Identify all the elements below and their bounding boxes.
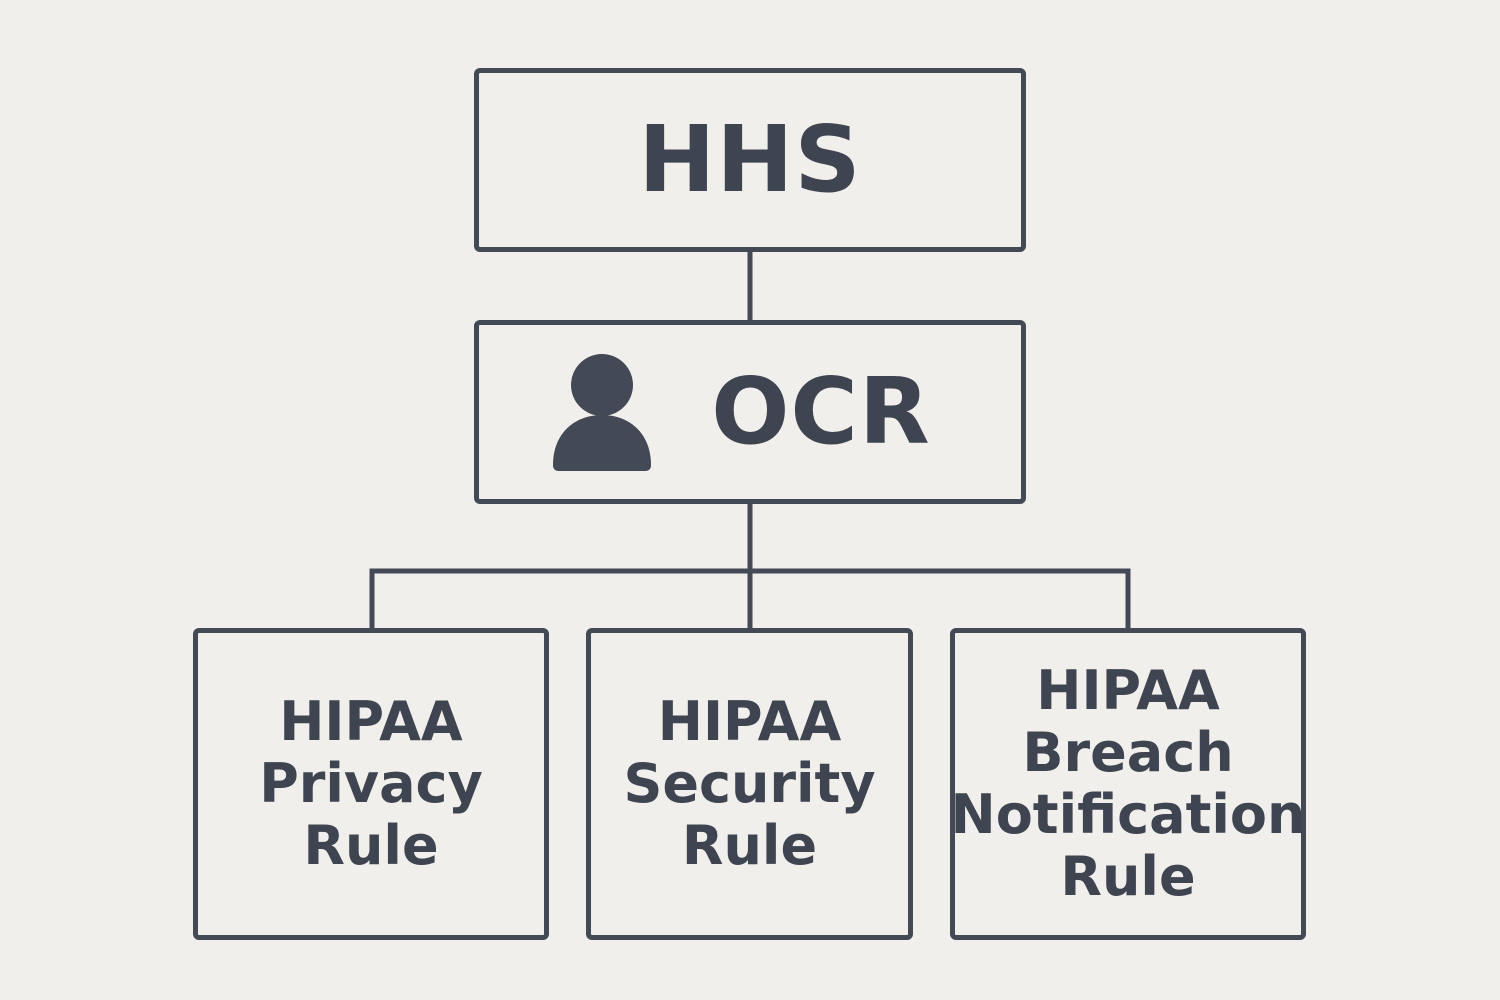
breach-notification-rule-node: HIPAA Breach Notification Rule (950, 628, 1306, 940)
person-icon (553, 354, 652, 471)
connector-branch-bar (369, 568, 1131, 631)
breach-rule-line-1: HIPAA (1036, 659, 1220, 722)
breach-rule-line-4: Rule (1060, 845, 1196, 908)
privacy-rule-line-2: Privacy (259, 752, 483, 815)
breach-rule-line-3: Notification (950, 783, 1306, 846)
hhs-label: HHS (638, 106, 862, 213)
security-rule-node: HIPAA Security Rule (586, 628, 913, 940)
ocr-label: OCR (711, 358, 931, 465)
breach-rule-line-2: Breach (1022, 721, 1234, 784)
ocr-node: OCR (474, 320, 1026, 504)
security-rule-line-2: Security (623, 752, 876, 815)
hhs-node: HHS (474, 68, 1026, 252)
security-rule-line-3: Rule (681, 814, 818, 877)
privacy-rule-line-1: HIPAA (279, 690, 463, 753)
security-rule-line-1: HIPAA (657, 690, 842, 753)
privacy-rule-node: HIPAA Privacy Rule (193, 628, 549, 940)
privacy-rule-line-3: Rule (303, 814, 439, 877)
